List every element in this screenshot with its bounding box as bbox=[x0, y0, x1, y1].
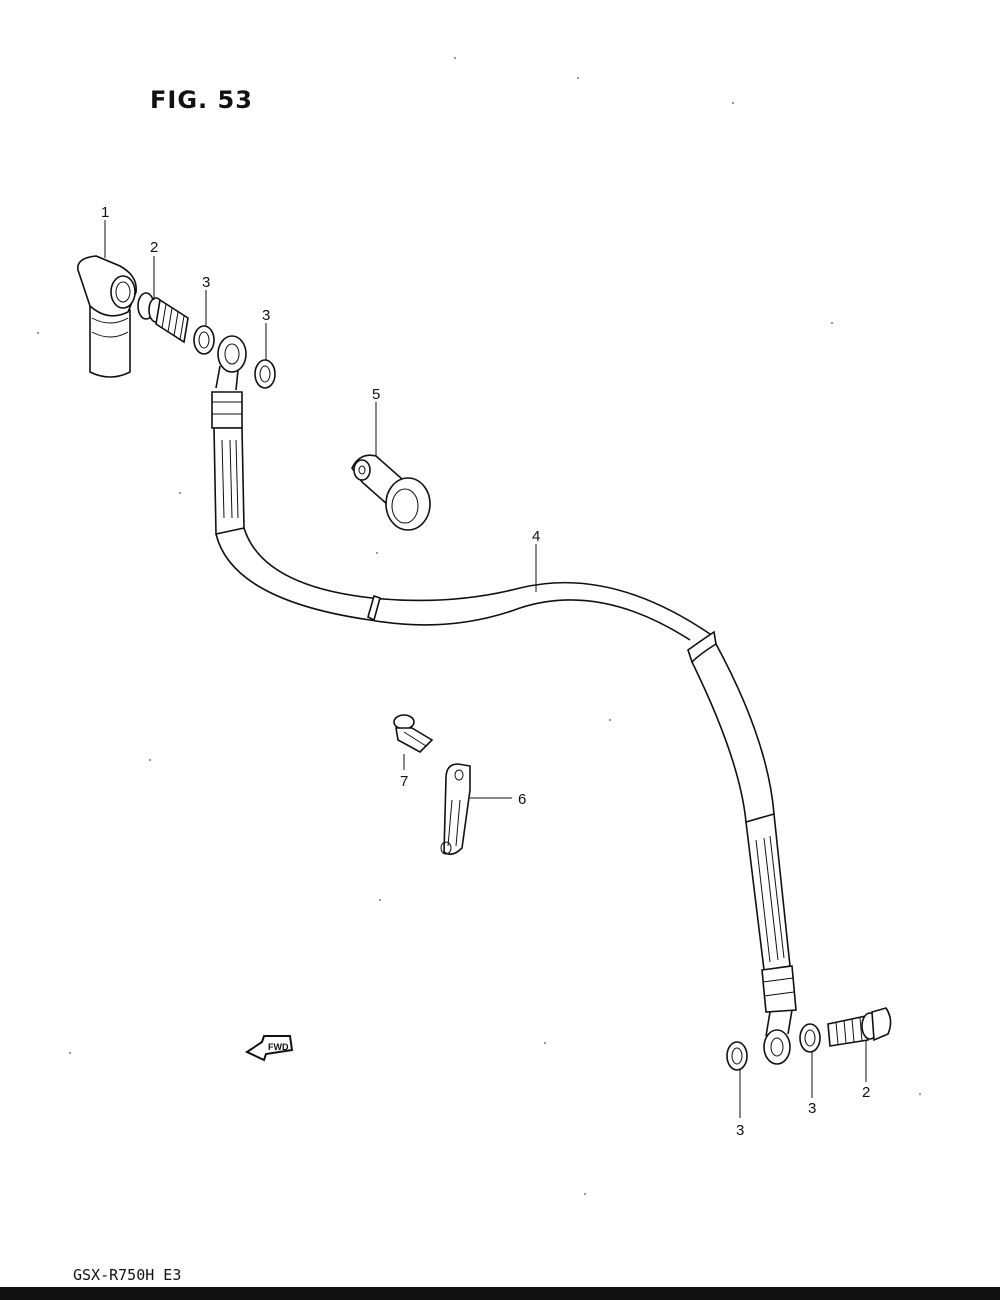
gasket-top-a bbox=[193, 325, 215, 355]
brake-hose bbox=[211, 335, 797, 1065]
callout-4: 4 bbox=[532, 528, 540, 545]
hose-guide bbox=[351, 454, 431, 531]
gasket-top-b bbox=[254, 359, 276, 389]
fwd-arrow-icon: FWD bbox=[244, 1035, 294, 1062]
callout-1: 1 bbox=[101, 204, 109, 221]
callout-3-bottom-b: 3 bbox=[808, 1100, 816, 1117]
clamp-bolt bbox=[393, 714, 434, 753]
callout-3-bottom-a: 3 bbox=[736, 1122, 744, 1139]
union-bolt-bottom bbox=[827, 1007, 892, 1047]
union-fitting bbox=[77, 255, 137, 378]
bottom-border-bar bbox=[0, 1287, 1000, 1300]
callout-3-top-a: 3 bbox=[202, 274, 210, 291]
callout-3-top-b: 3 bbox=[262, 307, 270, 324]
model-code: GSX-R750H E3 bbox=[73, 1266, 182, 1284]
fwd-label: FWD bbox=[268, 1042, 289, 1052]
leader-lines bbox=[104, 220, 867, 1118]
callout-5: 5 bbox=[372, 386, 380, 403]
callout-7: 7 bbox=[400, 773, 408, 790]
gasket-bottom-b bbox=[799, 1023, 821, 1053]
callout-6: 6 bbox=[518, 791, 526, 808]
callout-numbers: 1 2 3 3 5 4 7 6 3 3 2 bbox=[101, 204, 870, 1139]
figure-title: FIG. 53 bbox=[150, 86, 253, 114]
callout-2-bottom: 2 bbox=[862, 1084, 870, 1101]
union-bolt-top bbox=[137, 292, 189, 344]
hose-clamp bbox=[440, 763, 471, 856]
gasket-bottom-a bbox=[726, 1041, 748, 1071]
scan-specks bbox=[37, 57, 921, 1195]
callout-2-top: 2 bbox=[150, 239, 158, 256]
